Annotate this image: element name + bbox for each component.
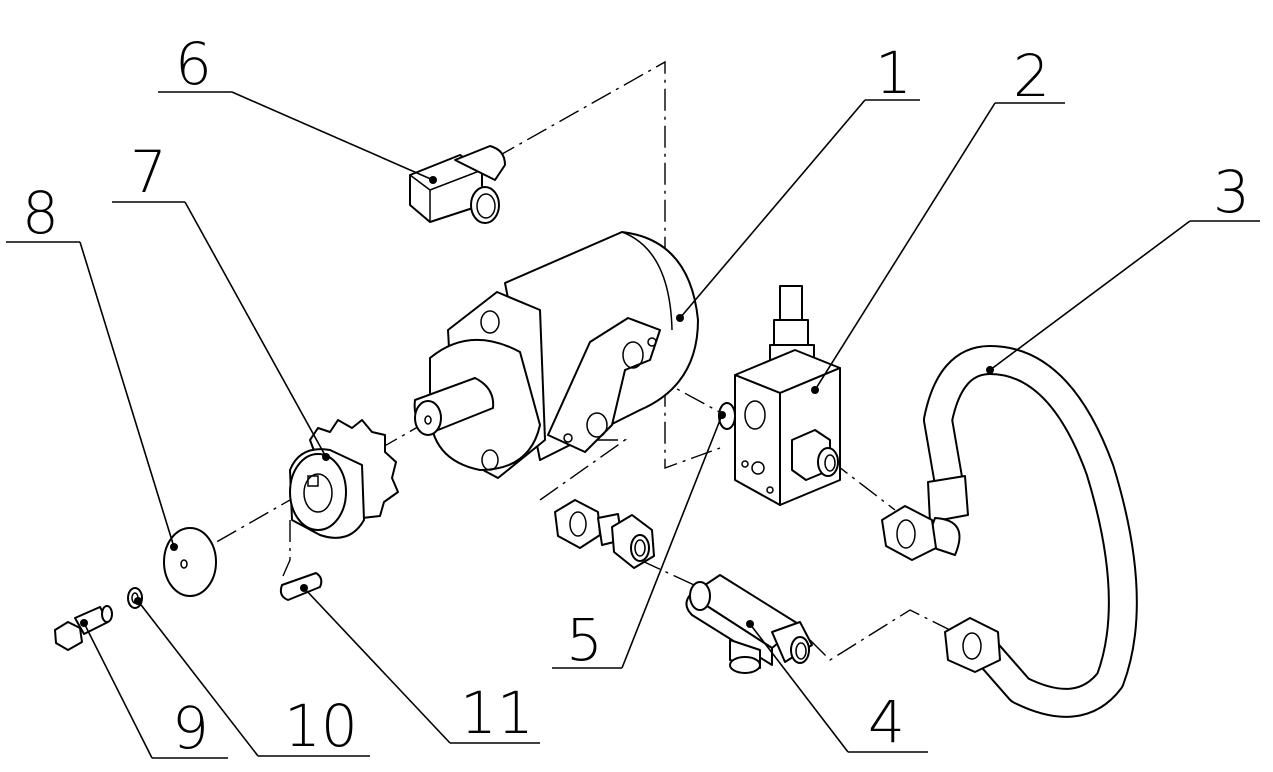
callout-3-label: 3 [1213,158,1250,226]
hex-bolt-part [54,605,113,651]
leader-lines [6,91,1260,759]
callout-10-label: 10 [284,692,358,760]
valve-block-part [718,285,841,506]
callout-5-label: 5 [566,606,603,674]
callout-9-dot [80,619,88,627]
callout-4-dot [746,620,754,628]
leader-dots [80,176,994,628]
callout-7-label: 7 [130,138,167,206]
callout-6-dot [429,176,437,184]
hydraulic-hose-part [881,345,1138,718]
callout-4-label: 4 [868,688,905,756]
callout-2-label: 2 [1013,42,1050,110]
callout-6-label: 6 [175,30,212,98]
callout-1-dot [676,314,684,322]
sprocket-part [289,419,399,539]
callout-11-dot [300,584,308,592]
adapter-fitting-part [554,499,655,569]
callout-11-label: 11 [460,679,534,747]
callout-5-dot [718,411,726,419]
callout-8-label: 8 [22,179,59,247]
callout-3-dot [986,366,994,374]
callout-9-label: 9 [172,694,209,762]
callout-1-label: 1 [875,39,912,107]
elbow-fitting-part [409,145,506,224]
callout-10-dot [134,597,142,605]
tee-fitting-part [685,574,813,674]
callout-2-dot [811,386,819,394]
callout-8-dot [170,543,178,551]
callout-labels: 1 2 3 4 5 6 7 8 9 10 11 [22,30,1250,762]
callout-7-dot [322,453,330,461]
hydraulic-motor-part [413,231,699,479]
